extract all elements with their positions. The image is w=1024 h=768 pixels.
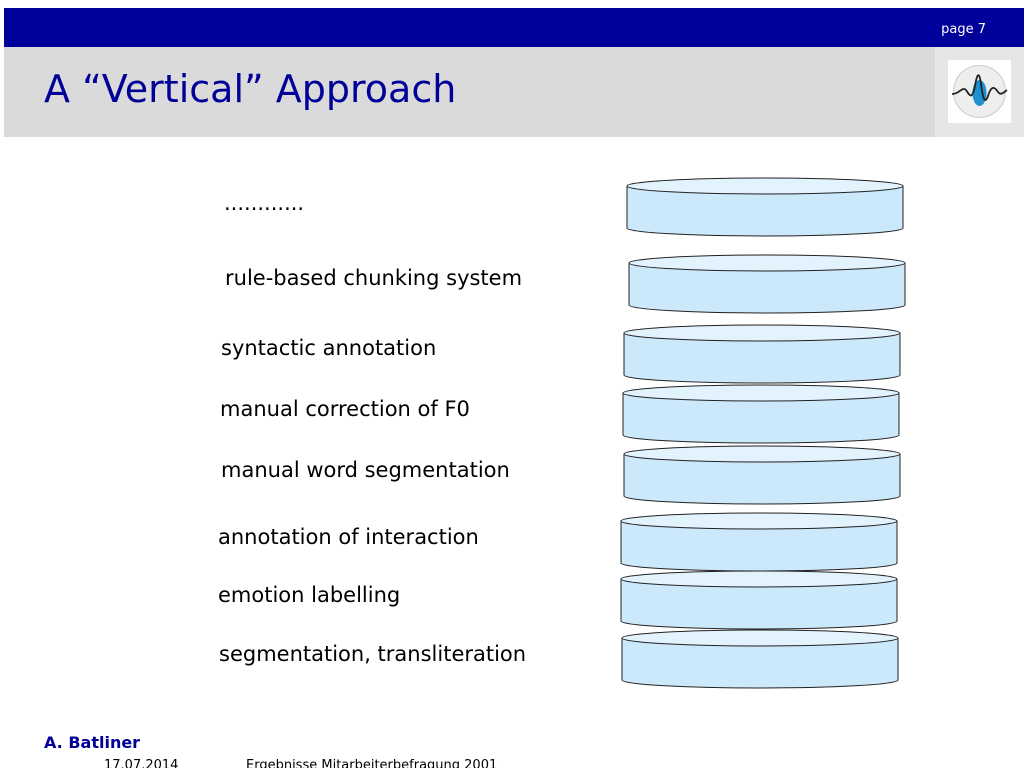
footer-date: 17.07.2014	[104, 758, 179, 768]
layer-label-emotion: emotion labelling	[218, 583, 401, 607]
layer-label-ellipsis: ............	[224, 191, 305, 215]
layer-label-word-seg: manual word segmentation	[221, 458, 510, 482]
layer-cylinder-6	[620, 512, 898, 572]
layer-label-f0: manual correction of F0	[220, 397, 470, 421]
header-bar: page 7	[4, 8, 1024, 47]
layer-cylinder-1	[626, 177, 904, 237]
footer-doc-title: Ergebnisse Mitarbeiterbefragung 2001	[246, 758, 498, 768]
layer-label-syntactic: syntactic annotation	[221, 336, 437, 360]
layer-cylinder-5	[623, 445, 901, 505]
layer-label-interaction: annotation of interaction	[218, 525, 479, 549]
layer-cylinder-3	[623, 324, 901, 384]
layer-cylinder-8	[621, 629, 899, 689]
layer-label-chunking: rule-based chunking system	[225, 266, 523, 290]
waveform-logo-icon	[948, 60, 1011, 123]
layer-cylinder-2	[628, 254, 906, 314]
title-band: A “Vertical” Approach	[4, 47, 1024, 137]
layer-cylinder-4	[622, 384, 900, 444]
logo-box	[935, 47, 1024, 137]
layer-cylinder-7	[620, 570, 898, 630]
layer-label-segmentation: segmentation, transliteration	[219, 642, 527, 666]
slide-title: A “Vertical” Approach	[44, 67, 457, 111]
author-name: A. Batliner	[44, 733, 141, 752]
page-number: page 7	[941, 22, 986, 37]
